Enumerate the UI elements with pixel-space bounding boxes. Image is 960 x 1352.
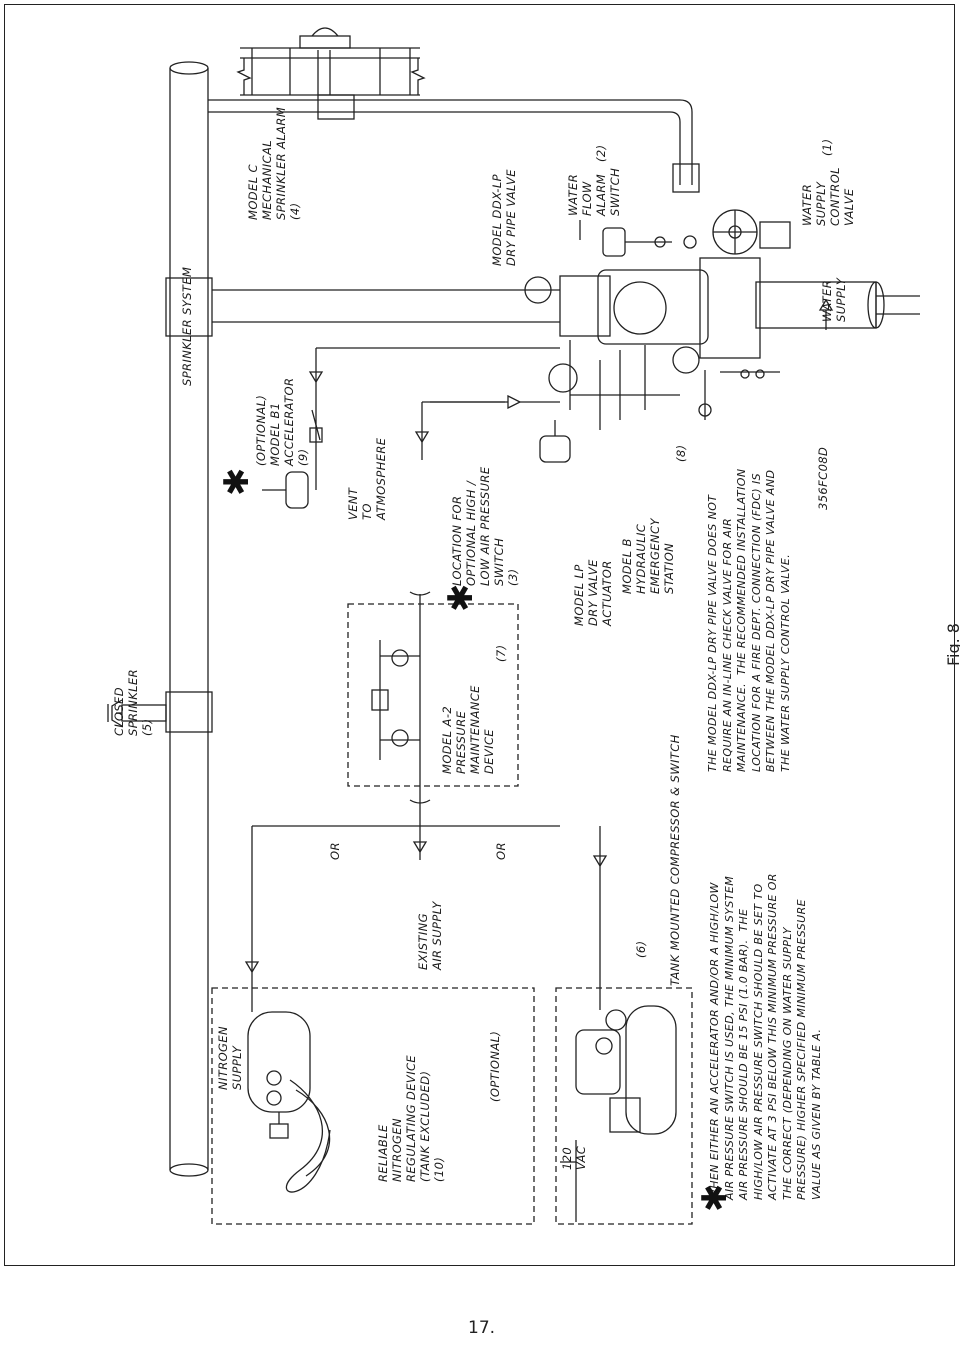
label-accelerator: (OPTIONAL) MODEL B1 ACCELERATOR (9) xyxy=(254,377,310,466)
nitrogen-cylinder-icon xyxy=(247,1000,331,1193)
label-sprinkler-system: SPRINKLER SYSTEM xyxy=(180,266,194,386)
label-actuator: MODEL LP DRY VALVE ACTUATOR xyxy=(572,559,614,626)
label-closed-sprinkler: CLOSED SPRINKLER (5) xyxy=(112,668,154,736)
nitrogen-device-box xyxy=(211,987,535,1225)
asterisk-icon: ✱ xyxy=(217,467,257,497)
label-or-1: OR xyxy=(328,842,342,860)
water-flow-switch xyxy=(602,227,697,257)
label-water-flow-switch: WATER FLOW ALARM SWITCH xyxy=(566,167,622,216)
supply-lines xyxy=(244,800,608,1010)
label-emergency-num: (8) xyxy=(674,444,688,463)
compressor-box xyxy=(555,987,693,1225)
label-water-supply: WATER SUPPLY xyxy=(820,277,848,322)
water-supply-pipe xyxy=(818,295,920,330)
page-number: 17. xyxy=(468,1318,496,1338)
low-air-line xyxy=(414,401,505,460)
label-existing-air: EXISTING AIR SUPPLY xyxy=(416,901,444,970)
maintenance-device-box xyxy=(347,591,519,804)
sprinkler-head-icon xyxy=(107,699,167,727)
label-compressor-num: (6) xyxy=(634,940,648,959)
pressure-gauge-icon xyxy=(524,276,700,393)
figure-caption: Fig. 8 xyxy=(944,623,960,666)
rotated-labels: SPRINKLER SYSTEM CLOSED SPRINKLER (5) NI… xyxy=(0,4,960,1266)
accelerator-icon xyxy=(262,347,560,509)
label-nitrogen-device: RELIABLE NITROGEN REGULATING DEVICE (TAN… xyxy=(376,1054,446,1182)
label-mechanical-alarm: MODEL C MECHANICAL SPRINKLER ALARM (4) xyxy=(246,106,302,220)
drawing-code: 356FC08D xyxy=(816,446,830,510)
label-maintenance-num: (7) xyxy=(494,644,508,663)
asterisk-icon: ✱ xyxy=(441,583,481,613)
valve-trim xyxy=(569,340,780,430)
label-dry-pipe-valve: MODEL DDX-LP DRY PIPE VALVE xyxy=(490,169,518,266)
label-low-air-switch: LOCATION FOR OPTIONAL HIGH / LOW AIR PRE… xyxy=(450,466,520,587)
label-optional: (OPTIONAL) xyxy=(488,1030,502,1102)
note-fdc: THE MODEL DDX-LP DRY PIPE VALVE DOES NOT… xyxy=(706,468,792,773)
sprinkler-main-pipe xyxy=(165,61,213,1177)
label-or-2: OR xyxy=(494,842,508,860)
label-vac: 120 VAC xyxy=(560,1145,588,1170)
figure-frame xyxy=(4,4,955,1266)
riser-pipe xyxy=(212,220,611,337)
asterisk-icon: ✱ xyxy=(695,1183,735,1213)
label-water-supply-control-num: (1) xyxy=(820,138,834,157)
dry-pipe-valve xyxy=(597,209,885,359)
compressor-icon xyxy=(560,1005,677,1222)
label-water-flow-num: (2) xyxy=(594,144,608,163)
label-compressor: TANK MOUNTED COMPRESSOR & SWITCH xyxy=(668,734,682,986)
label-vent: VENT TO ATMOSPHERE xyxy=(346,437,388,520)
note-pressure: WHEN EITHER AN ACCELERATOR AND/OR A HIGH… xyxy=(708,873,823,1200)
label-nitrogen-supply: NITROGEN SUPPLY xyxy=(216,1025,244,1090)
label-maintenance-device: MODEL A-2 PRESSURE MAINTENANCE DEVICE xyxy=(440,685,496,774)
label-water-supply-control: WATER SUPPLY CONTROL VALVE xyxy=(800,167,856,226)
label-emergency-station: MODEL B HYDRAULIC EMERGENCY STATION xyxy=(620,518,676,594)
alarm-line xyxy=(208,27,700,193)
